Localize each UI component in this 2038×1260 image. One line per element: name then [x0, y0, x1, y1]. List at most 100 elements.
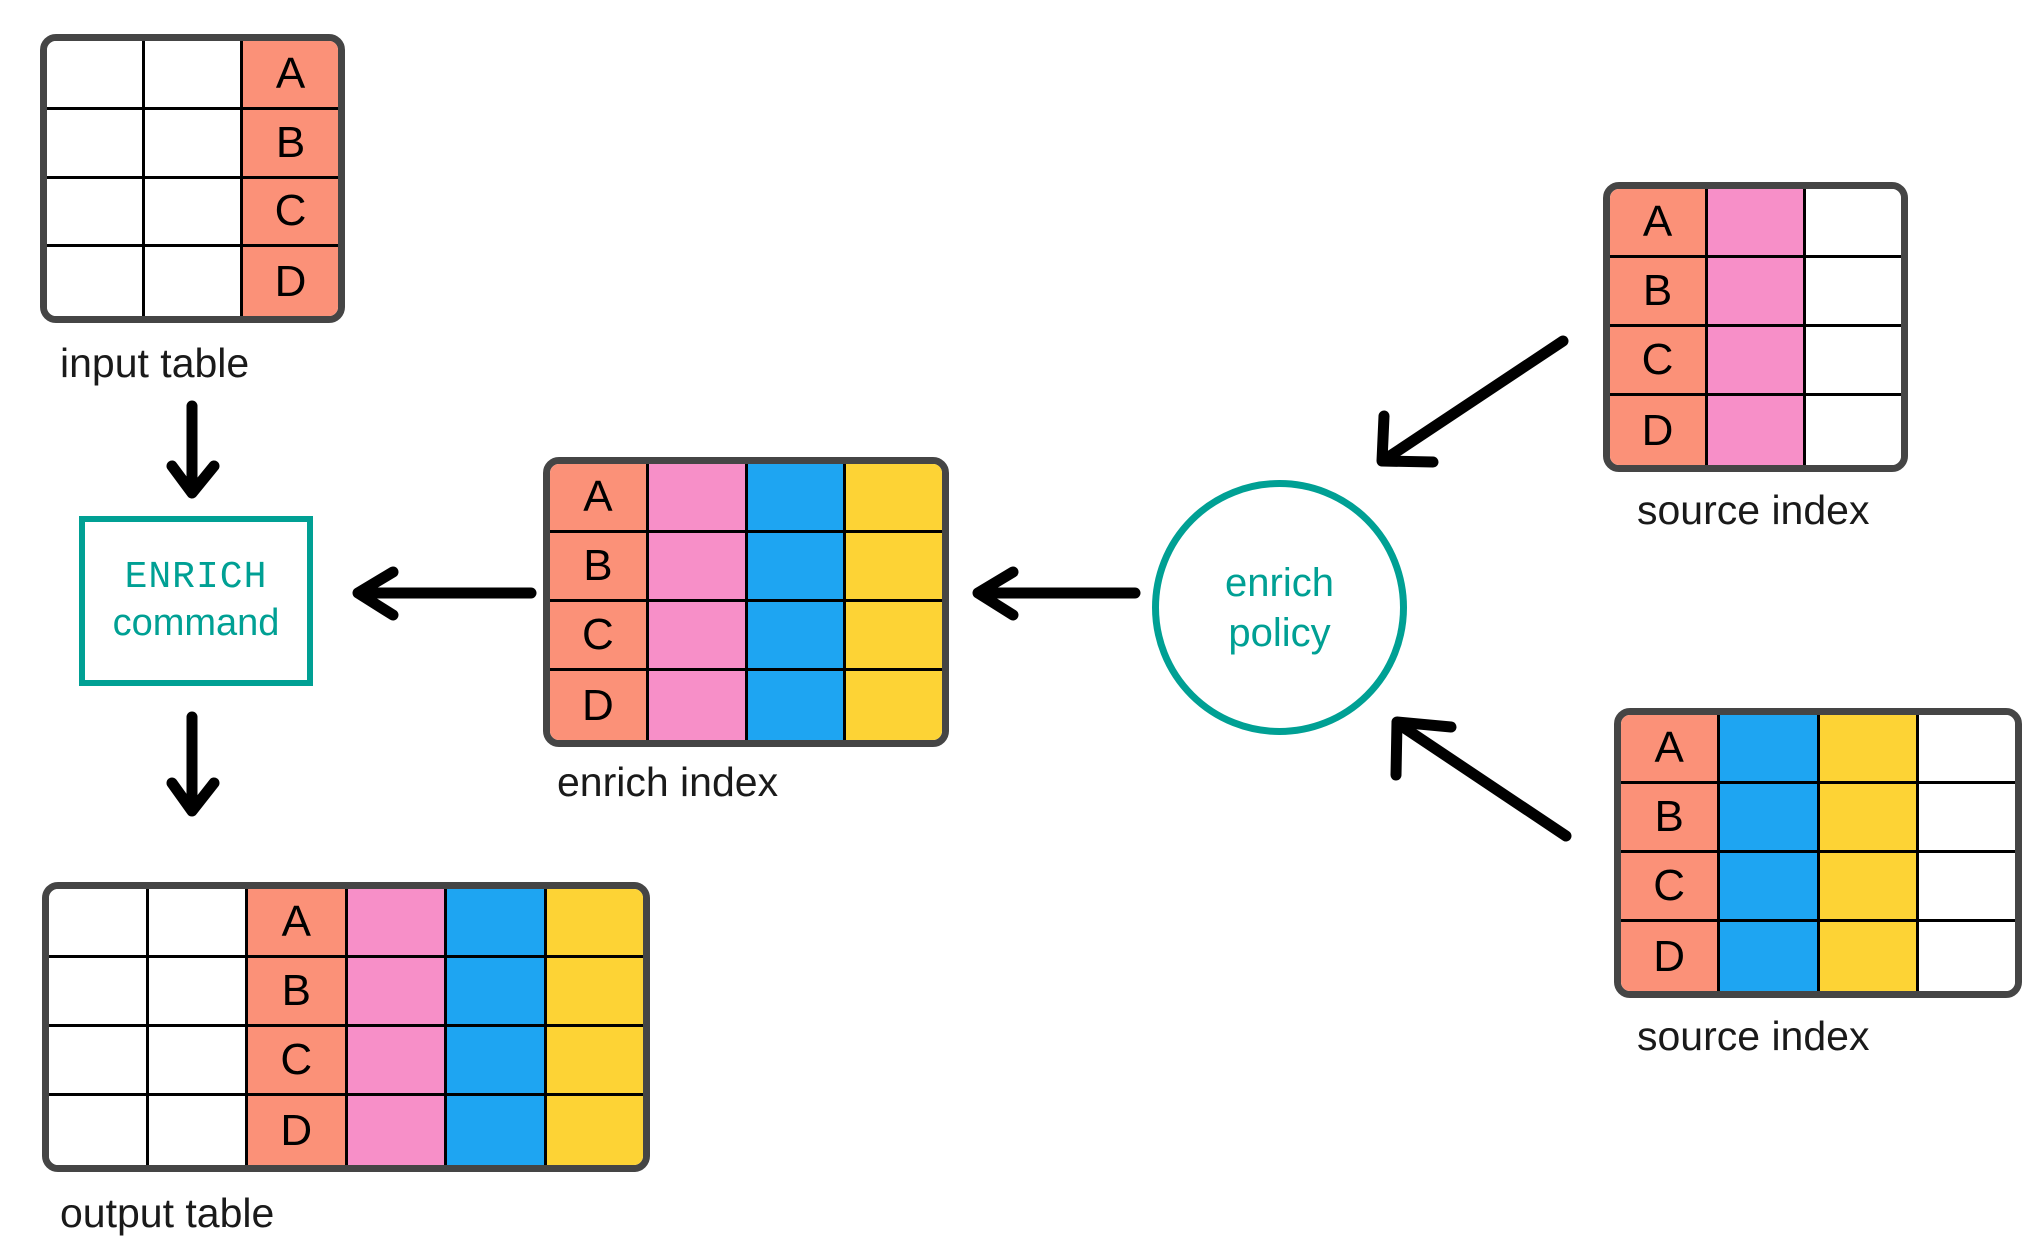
table-cell: C [1621, 853, 1721, 922]
table-cell [846, 533, 942, 602]
table-cell [747, 464, 847, 533]
arrow-enrich-index-to-enrich-command [352, 566, 537, 621]
table-cell [1720, 715, 1820, 784]
table-cell [1806, 327, 1901, 396]
table-cell [145, 109, 243, 179]
table-cell: C [243, 178, 338, 248]
enrich-command-keyword: ENRICH [124, 556, 268, 600]
table-cell [347, 958, 447, 1027]
table-cell [1720, 853, 1820, 922]
table-cell [1918, 853, 2015, 922]
table-row: D [550, 671, 942, 740]
enrich-policy-line-1: enrich [1225, 560, 1334, 605]
table-cell [1918, 784, 2015, 853]
arrow-enrich-policy-to-enrich-index [972, 566, 1141, 621]
table-row: A [1621, 715, 2015, 784]
table-cell [1708, 189, 1806, 258]
table-cell [1806, 396, 1901, 465]
table-cell [49, 1096, 149, 1165]
table-row: D [1610, 396, 1901, 465]
table-cell [47, 41, 145, 110]
table-cell [347, 889, 447, 958]
table-cell: A [1621, 715, 1721, 784]
table-row: A [47, 41, 338, 110]
table-cell [47, 178, 145, 248]
table-cell: D [1610, 396, 1708, 465]
table-cell: B [550, 533, 649, 602]
table-row: B [1610, 258, 1901, 327]
table-cell [1708, 396, 1806, 465]
enrich-policy-node[interactable]: enrich policy [1152, 480, 1407, 735]
table-cell: A [1610, 189, 1708, 258]
table-cell [145, 178, 243, 248]
table-row: C [1621, 853, 2015, 922]
table-cell [846, 464, 942, 533]
arrow-source-index-bottom-to-enrich-policy [1390, 716, 1572, 842]
table-cell [1708, 327, 1806, 396]
table-row: A [550, 464, 942, 533]
table-row: D [49, 1096, 643, 1165]
table-cell [648, 671, 748, 740]
table-cell: B [243, 109, 338, 179]
table-cell [447, 889, 547, 958]
table-cell [1720, 784, 1820, 853]
table-cell [1918, 715, 2015, 784]
table-cell [648, 602, 748, 671]
table-cell [447, 1096, 547, 1165]
table-cell [1806, 189, 1901, 258]
table-cell [1819, 853, 1919, 922]
table-cell: C [248, 1027, 348, 1096]
table-cell: B [248, 958, 348, 1027]
table-row: C [49, 1027, 643, 1096]
source-index-bottom-caption: source index [1637, 1013, 1870, 1059]
table-cell [49, 889, 149, 958]
table-cell [846, 671, 942, 740]
table-cell [546, 1027, 643, 1096]
table-row: A [1610, 189, 1901, 258]
table-cell [347, 1027, 447, 1096]
table-cell: A [550, 464, 649, 533]
table-cell [747, 671, 847, 740]
table-cell [145, 247, 243, 316]
arrow-enrich-command-to-output-table [166, 711, 220, 817]
table-cell [145, 41, 243, 110]
table-cell [1720, 922, 1820, 991]
table-cell: C [550, 602, 649, 671]
table-row: C [47, 178, 338, 248]
table-row: B [1621, 784, 2015, 853]
output-table-caption: output table [60, 1190, 275, 1236]
table-cell [546, 1096, 643, 1165]
table-cell [648, 533, 748, 602]
arrow-input-table-to-enrich-command [166, 400, 220, 499]
table-cell [47, 247, 145, 316]
table-cell [546, 889, 643, 958]
table-cell [447, 1027, 547, 1096]
arrow-source-index-top-to-enrich-policy [1376, 335, 1569, 468]
table-cell [148, 958, 248, 1027]
table-cell [148, 1096, 248, 1165]
table-cell [1819, 784, 1919, 853]
table-cell [1819, 922, 1919, 991]
table-cell [49, 958, 149, 1027]
table-cell [49, 1027, 149, 1096]
enrich-command-word: command [112, 602, 280, 644]
enrich-index-caption: enrich index [557, 759, 779, 805]
table-row: B [550, 533, 942, 602]
table-cell: D [1621, 922, 1721, 991]
table-cell [148, 1027, 248, 1096]
table-cell: D [550, 671, 649, 740]
table-row: B [49, 958, 643, 1027]
table-cell: D [248, 1096, 348, 1165]
table-cell [846, 602, 942, 671]
table-cell [648, 464, 748, 533]
table-row: A [49, 889, 643, 958]
table-cell: B [1621, 784, 1721, 853]
table-cell: A [243, 41, 338, 110]
enrich-command-box[interactable]: ENRICH command [79, 516, 313, 686]
source-index-top-caption: source index [1637, 487, 1870, 533]
